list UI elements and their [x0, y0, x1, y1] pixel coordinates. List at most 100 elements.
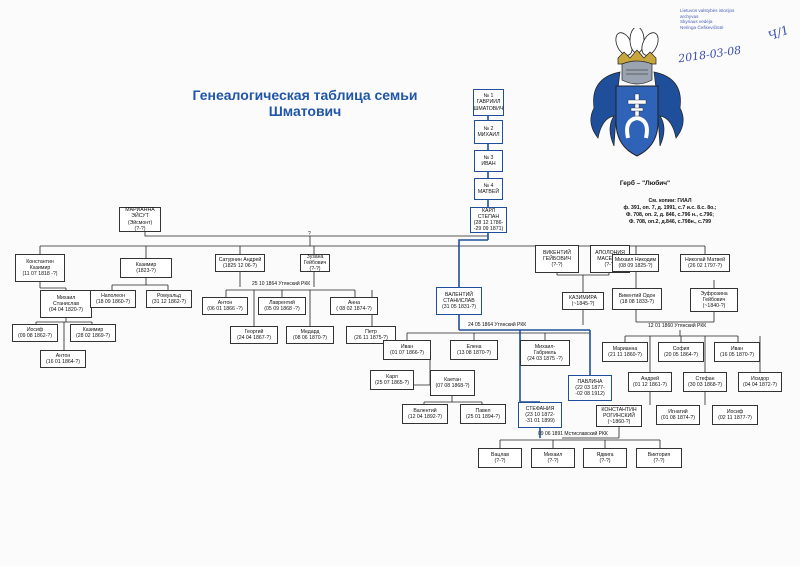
title-line-1: Генеалогическая таблица семьи [192, 87, 418, 103]
coat-of-arms-icon [590, 28, 684, 157]
person-text-line: Антон [217, 299, 233, 306]
person-text-line: Эуфрозина [700, 290, 728, 297]
person-text-line: (13 08 1870-?) [456, 350, 492, 356]
person-text-line: (04 04 1820-?) [48, 307, 84, 314]
stamp-line-1: Lietuvos valstybės istorijos [680, 8, 735, 13]
person-mikhail-3: Михаил(?-?) [531, 448, 575, 468]
person-text-line: АПОЛОНИЯ [595, 249, 625, 256]
person-text-line: Гейбович [303, 259, 327, 266]
person-text-line: (26 02 1797-?) [687, 263, 723, 269]
person-text-line: (?-?) [134, 225, 146, 232]
person-text-line: ЭЙСУТ [131, 213, 149, 220]
person-text-line: София [672, 345, 690, 352]
person-text-line: Михаил- [534, 343, 556, 350]
person-text-line: СТАНИСЛАВ [443, 297, 475, 304]
person-viktoria: Виктория(?-?) [636, 448, 682, 468]
person-text-line: Георгий [244, 328, 264, 335]
person-text-line: МАТВЕЙ [477, 189, 500, 195]
person-petr: Петр(26 11 1875-?) [346, 326, 396, 344]
person-text-line: (20 05 1864-?) [663, 352, 699, 358]
person-text-line: ВИКЕНТИЙ [542, 249, 572, 256]
person-kazimir: Казимир(1823-?) [120, 258, 172, 278]
person-anna: Анна( 08 02 1874-?) [330, 297, 378, 315]
person-text-line: № 4 [483, 182, 494, 189]
person-ivan: Иван(01 07 1866-?) [383, 340, 431, 360]
person-text-line: Ромуальд [157, 292, 181, 299]
person-yadviga: Ядвига(?-?) [583, 448, 627, 468]
person-text-line: Иван [400, 343, 414, 350]
person-text-line: (Эйсмонт) [127, 219, 153, 226]
person-text-line: (21 11 1860-?) [608, 352, 642, 358]
marriage-record-4: 09 06 1891 Мстиславский РКК [538, 431, 608, 437]
person-anton: Антон(16 01 1864-?) [40, 350, 86, 368]
person-text-line: Михаил [56, 294, 76, 301]
marriage-record-2: 24 05 1864 Утянский РКК [468, 322, 527, 328]
person-ivan-2: Иван(16 05 1870-?) [714, 342, 760, 362]
person-text-line: (?-?) [309, 266, 321, 273]
person-text-line: -31 01 1899) [525, 418, 555, 425]
person-text-line: (02 11 1877-?) [718, 415, 752, 421]
person-text-line: Исидор [750, 375, 770, 382]
person-text-line: (28 12 1786- [473, 220, 504, 226]
person-text-line: Карл [386, 373, 398, 380]
person-mikhail-nikodim: Михаил Никодим(08 09 1825-?) [612, 254, 659, 272]
person-text-line: Иосиф [26, 326, 44, 333]
person-karl: Карл(25 07 1865-?) [370, 370, 414, 390]
person-saturnin-andrey: Сатурнин Андрей(1825 12 06-?) [215, 254, 265, 272]
person-text-line: (1823-?) [136, 268, 156, 274]
person-karl-stepan: КАРЛ СТЕПАН(28 12 1786--29 09 1871) [470, 207, 507, 233]
person-text-line: Павел [475, 407, 491, 414]
person-georgiy: Георгий(24 04 1867-?) [230, 326, 278, 344]
person-napoleon: Наполеон(18 09 1860-?) [90, 290, 136, 308]
person-text-line: (26 11 1875-?) [354, 335, 388, 341]
person-text-line: (18 08 1833-?) [619, 299, 655, 305]
person-text-line: (04 04 1872-?) [742, 382, 778, 388]
title-line-2: Шматович [268, 103, 342, 119]
unknown-marker: ? [308, 231, 311, 237]
person-text-line: (23 10 1872- [525, 411, 555, 418]
person-text-line: Вацлав [491, 451, 509, 458]
person-text-line: МАСЕВИЧ [597, 255, 623, 262]
person-text-line: Константин [26, 258, 54, 265]
person-text-line: КОНСТАНТИН [601, 406, 637, 413]
person-text-line: (~1840-?) [702, 303, 726, 310]
person-text-line: Казимир [135, 261, 157, 268]
person-stefan: Стефан(30 03 1868-?) [683, 372, 727, 392]
person-ignatiy: Игнатий(01 08 1874-?) [656, 405, 700, 425]
person-text-line: Иван [730, 345, 744, 352]
person-text-line: СТЕФАНИЯ [525, 405, 555, 412]
person-text-line: Игнатий [668, 408, 688, 415]
person-iosif-2: Иосиф(02 11 1877-?) [712, 405, 758, 425]
person-text-line: Петр [365, 328, 377, 335]
person-vikentiy-odon: Викентий Одон(18 08 1833-?) [612, 288, 662, 310]
refs-title: См. копии: ГИАЛ [648, 198, 692, 204]
person-mikhail-gabriel: Михаил-Габриель(24 03 1875 -?) [520, 340, 570, 366]
person-vatslav: Вацлав(?-?) [478, 448, 522, 468]
person-sofia: София(20 05 1864-?) [658, 342, 704, 362]
archive-stamp: Lietuvos valstybės istorijos archyvas Sk… [680, 8, 790, 31]
coat-name: Герб – "Любич" [619, 180, 671, 187]
person-text-line: (24 04 1867-?) [236, 335, 272, 341]
ref-2: Ф. 708, оп. 2, д. 846, с.796 н., с.796; [625, 212, 715, 219]
person-text-line: Марианна [612, 345, 638, 352]
person-text-line: (?-?) [494, 458, 506, 464]
person-text-line: (07 08 1868-?) [435, 383, 470, 389]
person-text-line: № 3 [483, 154, 494, 161]
person-lavrentiy: Лаврентий(05 09 1868 -?) [258, 297, 306, 315]
person-text-line: Габриель [533, 349, 557, 356]
person-text-line: (?-?) [653, 458, 665, 464]
person-text-line: Сатурнин Андрей [218, 256, 262, 263]
person-text-line: Наполеон [101, 292, 125, 299]
person-text-line: (~1860-?) [607, 419, 631, 426]
marriage-record-1: 25 10 1864 Утянский РКК [252, 281, 311, 287]
person-medard: Медард(08 06 1870-?) [286, 326, 334, 344]
person-text-line: Викентий Одон [618, 292, 656, 299]
person-text-line: (24 03 1875 -?) [527, 356, 563, 363]
